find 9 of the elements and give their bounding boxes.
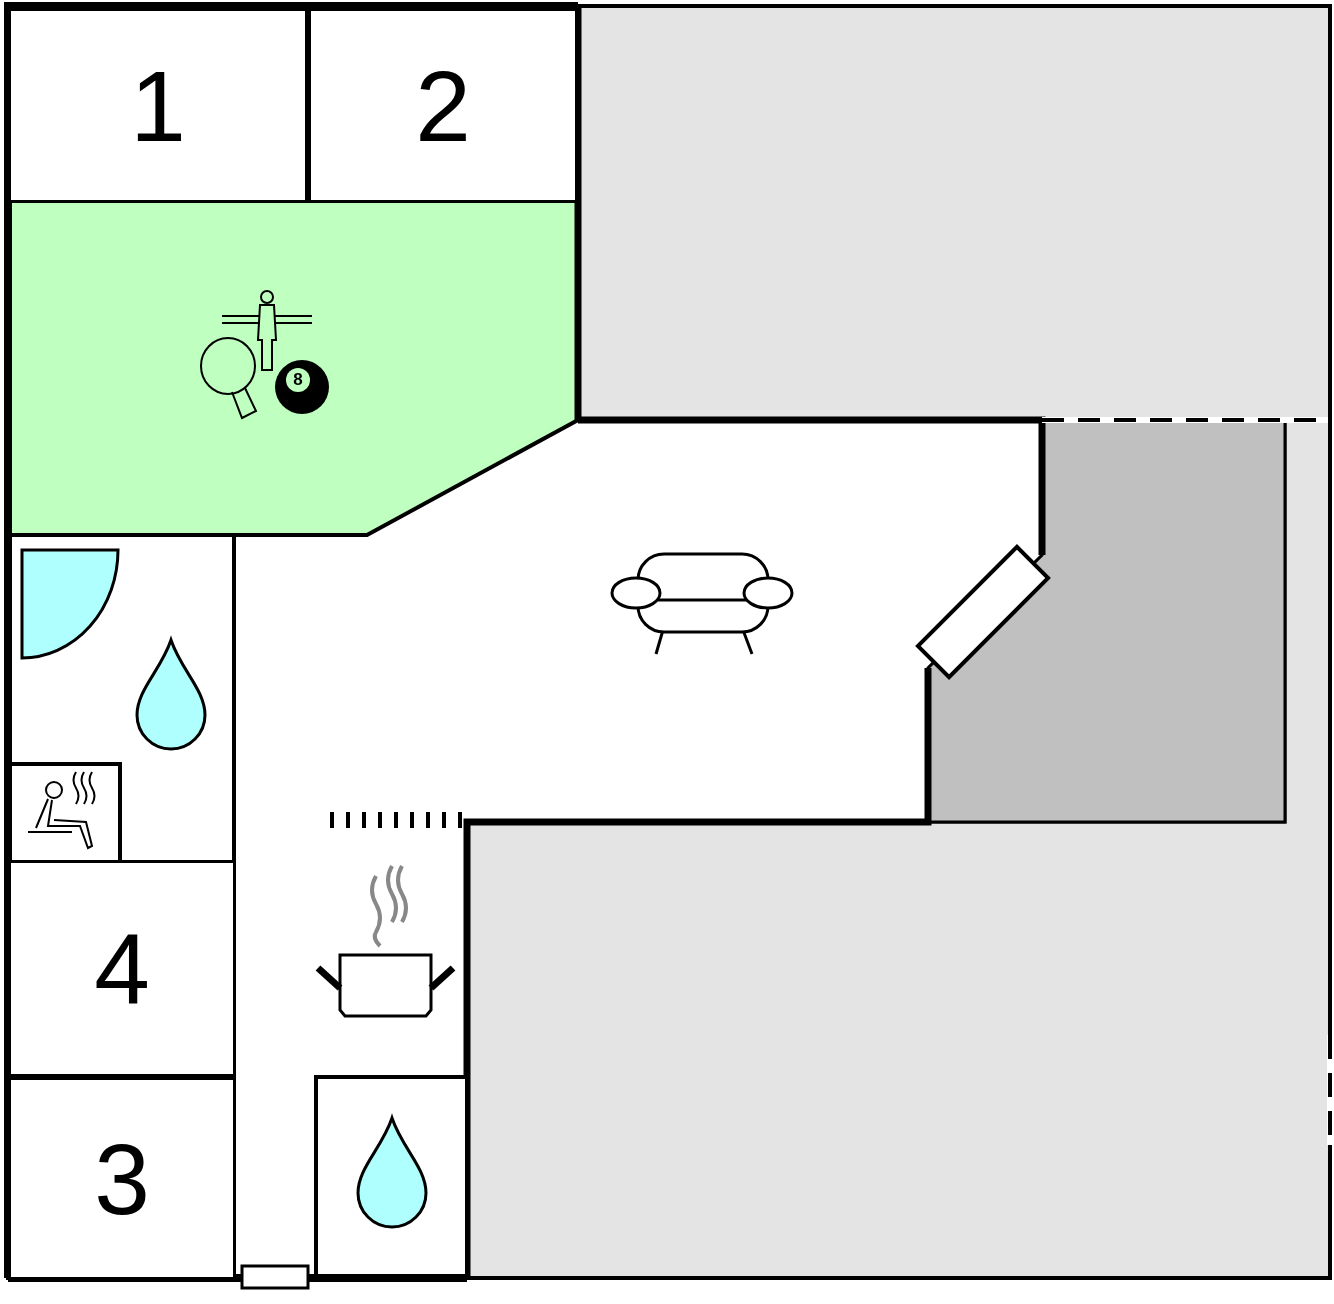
room <box>8 1077 236 1280</box>
room-number: 3 <box>94 1128 150 1229</box>
room <box>308 8 578 203</box>
room-number: 4 <box>94 918 150 1019</box>
room-number: 2 <box>415 55 471 156</box>
room <box>8 860 236 1077</box>
room <box>8 8 308 203</box>
room-number: 1 <box>130 55 186 156</box>
ball-number: 8 <box>286 368 310 392</box>
